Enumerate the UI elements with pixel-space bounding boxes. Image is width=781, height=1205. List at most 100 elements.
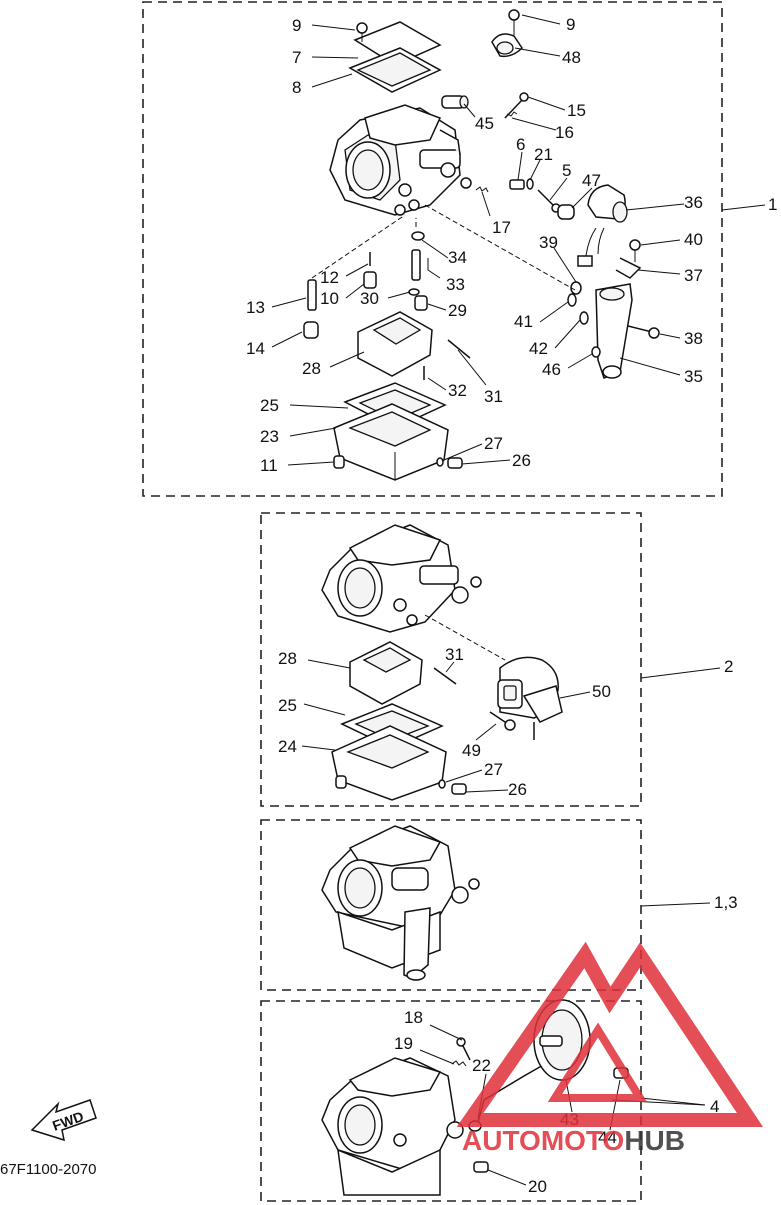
group-2-dashed-frame (260, 512, 642, 807)
part-washer-41 (567, 293, 577, 307)
watermark-text: AUTOMOTOHUB (462, 1125, 685, 1156)
callout-2: 2 (724, 657, 733, 676)
callout-7: 7 (292, 48, 301, 67)
callout-25: 25 (260, 396, 279, 415)
group-2-assembly: 2 (260, 512, 733, 807)
callout-47: 47 (582, 171, 601, 190)
part-bracket-37 (615, 257, 642, 279)
part-lever-35 (595, 283, 633, 379)
callout-9: 9 (292, 16, 301, 35)
callout-50: 50 (592, 682, 611, 701)
part-float-28 (357, 311, 433, 377)
callout-33: 33 (446, 275, 465, 294)
part-oring-34 (411, 231, 425, 241)
part-pin-31 (447, 339, 471, 359)
part-carburetor-assembled (321, 825, 480, 981)
callout-16: 16 (555, 123, 574, 142)
callout-26: 26 (512, 451, 531, 470)
callout-28: 28 (302, 359, 321, 378)
part-jet-33 (411, 249, 421, 281)
part-oring-27-g2 (438, 779, 446, 789)
part-spring-17 (475, 186, 489, 193)
fwd-arrow-icon: FWD (30, 1099, 97, 1142)
part-oring-21 (526, 178, 534, 190)
callout-38: 38 (684, 329, 703, 348)
callout-41: 41 (514, 312, 533, 331)
part-sensor-36 (577, 184, 628, 267)
part-carburetor-body-4 (321, 1057, 464, 1196)
part-spring-19 (451, 1060, 467, 1067)
callout-9-right: 9 (566, 15, 575, 34)
part-nozzle-29 (414, 295, 428, 311)
part-ring-39 (570, 281, 582, 295)
part-screw-9 (356, 22, 368, 42)
callout-31-g2: 31 (445, 645, 464, 664)
part-float-chamber-23 (333, 403, 449, 481)
group-1-dashed-frame (142, 1, 723, 497)
callout-18: 18 (404, 1008, 423, 1027)
callout-48: 48 (562, 48, 581, 67)
part-pump-50 (497, 656, 563, 740)
callout-36: 36 (684, 193, 703, 212)
part-drain-screw-26 (447, 457, 463, 469)
part-spring-6 (509, 179, 525, 190)
part-screw-49 (489, 711, 516, 731)
part-pin-31-g2 (433, 667, 457, 685)
group-4-assembly: 4 (260, 999, 719, 1202)
callout-10: 10 (320, 289, 339, 308)
callout-25-g2: 25 (278, 696, 297, 715)
part-spring-16 (504, 111, 518, 119)
callout-15: 15 (567, 101, 586, 120)
part-carburetor-body-2 (321, 524, 482, 633)
callout-45: 45 (475, 114, 494, 133)
part-clamp-48 (491, 33, 523, 58)
part-screw-5 (537, 189, 561, 213)
callout-22: 22 (472, 1056, 491, 1075)
part-float-28-g2 (349, 641, 423, 705)
part-clip-46 (591, 346, 601, 358)
watermark-triangle-icon (456, 941, 764, 1127)
part-pilot-13 (307, 279, 317, 311)
callout-31: 31 (484, 387, 503, 406)
callout-40: 40 (684, 230, 703, 249)
callout-8: 8 (292, 78, 301, 97)
part-screw-38 (627, 325, 660, 339)
callout-35: 35 (684, 367, 703, 386)
group-1-exploded-view: 1 (142, 1, 777, 497)
part-cap-47 (557, 204, 575, 220)
part-plug-45 (441, 95, 469, 109)
part-oring-27 (436, 457, 444, 467)
part-jet-10 (363, 271, 377, 289)
callout-1-3: 1,3 (714, 893, 738, 912)
callout-34: 34 (448, 248, 467, 267)
callout-4: 4 (710, 1097, 719, 1116)
callout-29: 29 (448, 301, 467, 320)
callout-28-g2: 28 (278, 649, 297, 668)
callout-27: 27 (484, 434, 503, 453)
callout-27-g2: 27 (484, 760, 503, 779)
callout-17: 17 (492, 218, 511, 237)
callout-14: 14 (246, 339, 265, 358)
part-screw-11 (333, 455, 345, 469)
part-plug-14 (303, 321, 319, 339)
part-drain-screw-26-g2 (451, 783, 467, 795)
part-screw-9b (508, 9, 520, 35)
callout-37: 37 (684, 266, 703, 285)
part-screw-18 (456, 1037, 471, 1061)
group-3-dashed-frame (260, 819, 642, 991)
callout-21: 21 (534, 145, 553, 164)
part-pin-42 (579, 311, 589, 325)
callout-11: 11 (260, 456, 278, 475)
callout-20: 20 (528, 1177, 547, 1196)
callout-30: 30 (360, 289, 379, 308)
callout-5: 5 (562, 161, 571, 180)
callout-19: 19 (394, 1034, 413, 1053)
callout-46: 46 (542, 360, 561, 379)
callout-44: 44 (598, 1128, 617, 1147)
callout-13: 13 (246, 298, 265, 317)
part-cover-7 (348, 21, 442, 93)
callout-26-g2: 26 (508, 780, 527, 799)
callout-42: 42 (529, 339, 548, 358)
group-3-assembly: 1,3 (260, 819, 738, 991)
